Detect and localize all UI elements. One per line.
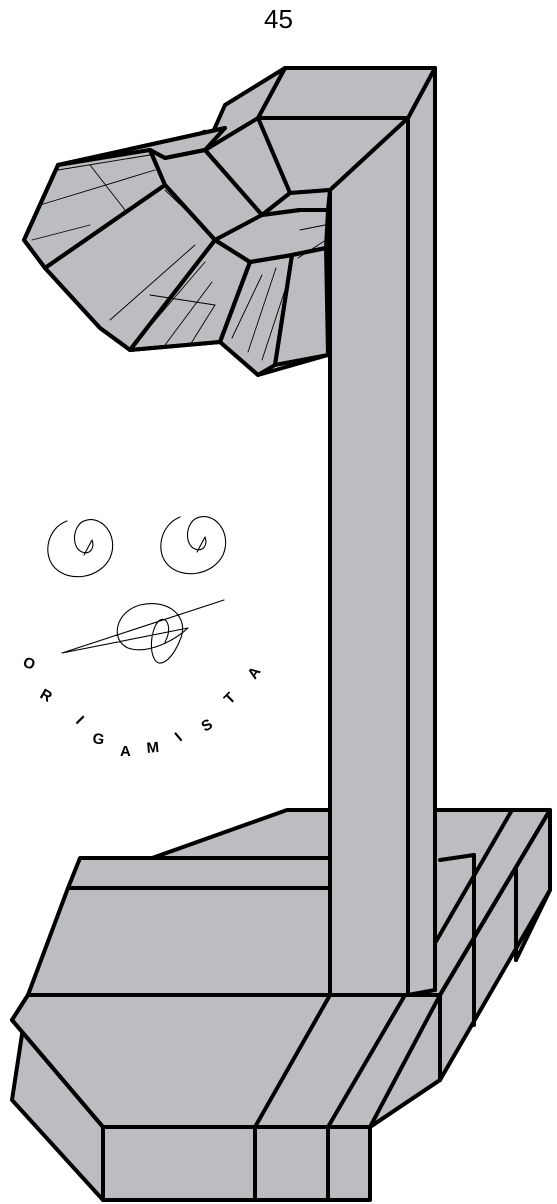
- signature-letter: T: [221, 689, 240, 708]
- lamp-base: [12, 810, 550, 1200]
- signature-letter: S: [199, 716, 216, 736]
- signature-letter: I: [172, 729, 186, 745]
- signature-right-spiral: [161, 517, 226, 574]
- signature-letter: R: [37, 686, 55, 706]
- pole-side-face: [408, 68, 435, 995]
- signature-letter: A: [244, 664, 264, 683]
- signature-scribble: [62, 600, 224, 663]
- origamista-signature: O R I G A M I S T A: [21, 517, 265, 760]
- base-top-strip: [68, 858, 330, 888]
- signature-letter: M: [146, 739, 160, 757]
- signature-left-spiral: [48, 520, 113, 577]
- pole-front-face: [330, 118, 408, 995]
- signature-letter: I: [72, 713, 87, 728]
- signature-letter: G: [91, 730, 105, 748]
- signature-letter: A: [120, 743, 131, 760]
- signature-letter: O: [21, 654, 38, 674]
- pole-top-face: [258, 68, 435, 118]
